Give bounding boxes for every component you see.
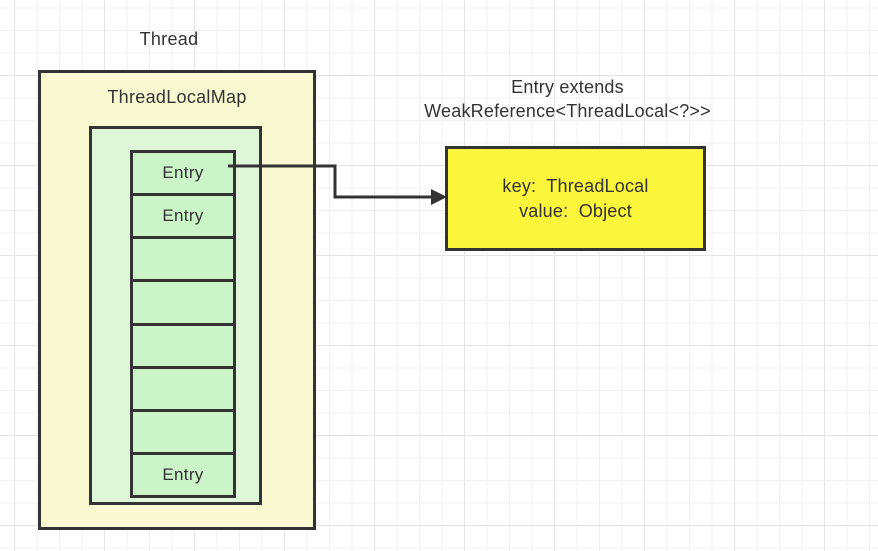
entry-cell-label: Entry xyxy=(162,163,204,183)
entry-stack[interactable]: Entry Entry xyxy=(130,150,236,498)
threadlocalmap-box[interactable]: ThreadLocalMap Entry Entry xyxy=(38,70,316,530)
thread-label[interactable]: Thread xyxy=(139,29,199,49)
entry-cell-7[interactable]: Entry xyxy=(133,451,233,495)
entry-table-box[interactable]: Entry Entry xyxy=(89,126,262,505)
entry-cell-4[interactable] xyxy=(133,322,233,366)
entry-cell-6[interactable] xyxy=(133,408,233,452)
entry-cell-label: Entry xyxy=(162,206,204,226)
entry-detail-box[interactable]: key: ThreadLocal value: Object xyxy=(445,146,706,251)
entry-cell-5[interactable] xyxy=(133,365,233,409)
entry-cell-1[interactable]: Entry xyxy=(133,193,233,237)
entry-cell-3[interactable] xyxy=(133,279,233,323)
entry-cell-0[interactable]: Entry xyxy=(133,153,233,194)
entry-cell-label: Entry xyxy=(162,464,204,484)
entry-cell-2[interactable] xyxy=(133,236,233,280)
entry-extends-note-line1: Entry extends xyxy=(511,77,624,97)
entry-key-line: key: ThreadLocal xyxy=(502,175,649,196)
threadlocalmap-title: ThreadLocalMap xyxy=(107,87,247,107)
entry-value-line: value: Object xyxy=(519,200,632,221)
entry-extends-note[interactable]: Entry extends WeakReference<ThreadLocal<… xyxy=(395,75,740,123)
entry-extends-note-line2: WeakReference<ThreadLocal<?>> xyxy=(424,101,711,121)
